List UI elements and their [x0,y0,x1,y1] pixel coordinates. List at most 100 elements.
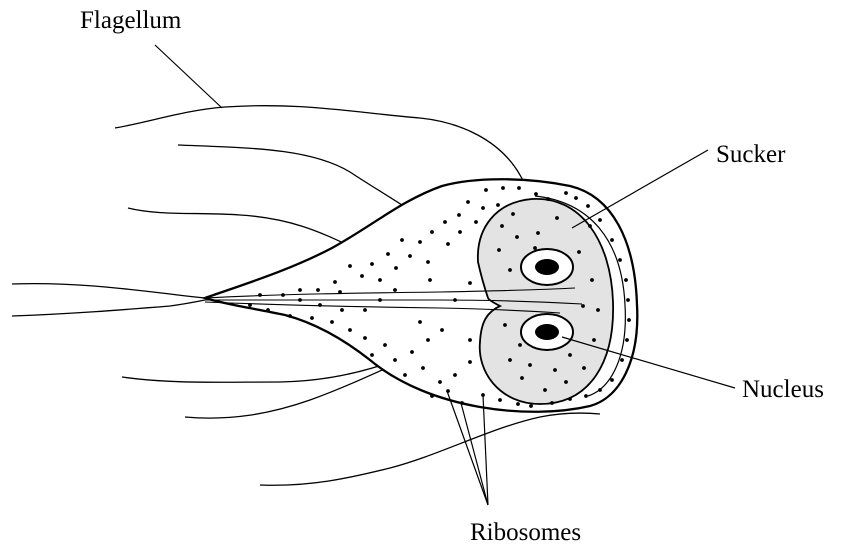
ribosome-dot [515,235,519,239]
flagellum-label: Flagellum [80,8,181,33]
ribosome-dot [316,288,320,292]
ribosome-dot [400,238,404,242]
ribosome-dot [457,213,461,217]
sucker-leader [572,150,708,228]
ribosome-dot [555,216,559,220]
ribosome-dot [340,308,344,312]
ribosome-dot [598,218,602,222]
sucker-label: Sucker [716,142,785,167]
ribosome-dot [446,242,450,246]
ribosome-dot [584,394,588,398]
ribosome-dot [468,338,472,342]
ribosome-dot [318,303,322,307]
ribosome-dot [498,398,502,402]
ribosome-dot [258,293,262,297]
ribosome-dot [393,288,397,292]
ribosome-dot [248,303,252,307]
ribosome-dot [363,336,367,340]
ribosome-dot [266,308,270,312]
ribosome-dot [550,401,554,405]
ribosome-dot [394,266,398,270]
ribosome-dot [508,268,512,272]
ribosome-dot [386,252,390,256]
ribosome-dot [533,246,537,250]
ribosome-dot [517,186,521,190]
ribosome-dot [518,343,522,347]
ribosome-dot [534,192,538,196]
ribosome-dot [496,203,500,207]
ribosome-dot [468,360,472,364]
ribosome-dot [363,308,367,312]
ribosome-dot [564,191,568,195]
ribosome-dot [516,402,520,406]
ribosome-dot [443,220,447,224]
ribosome-dot [536,231,540,235]
ribosome-dot [360,274,364,278]
ribosome-dot [497,248,501,252]
ribosome-dot [627,318,631,322]
ribosome-dot [426,338,430,342]
ribosome-dot [586,204,590,208]
ribosome-dot [393,358,397,362]
ribosome-dot [418,320,422,324]
ribosome-dot [330,320,334,324]
ribosome-dot [610,378,614,382]
ribosome-dot [438,380,442,384]
ribosome-dot [298,288,302,292]
ribosome-dot [564,380,568,384]
ribosome-dot [546,197,550,201]
ribosome-dot [618,258,622,262]
ribosome-dot [581,304,585,308]
ribosome-dot [428,278,432,282]
ribosome-dot [592,338,596,342]
ribosome-dot [410,350,414,354]
ribosome-dot [511,212,515,216]
ribosome-dot [430,394,434,398]
ribosomes-label: Ribosomes [470,520,581,545]
ribosome-dot [378,298,382,302]
nucleus-bottom [521,314,573,350]
ribosome-dot [588,224,592,228]
ribosome-dot [529,404,533,408]
ribosome-dot [403,373,407,377]
ribosome-dot [528,363,532,367]
ribosome-dot [520,376,524,380]
ribosome-dot [310,316,314,320]
ribosome-dot [624,278,628,282]
ribosome-dot [577,250,581,254]
ribosome-dot [625,338,629,342]
ribosome-dot [440,328,444,332]
ribosome-dot [574,196,578,200]
ribosome-dot [418,240,422,244]
ribosome-dot [453,298,457,302]
sucker-disc [478,199,613,404]
ribosome-dot [458,230,462,234]
flagellum-4 [12,284,205,298]
ribosome-dot [598,388,602,392]
flagellum-bottom [260,413,600,485]
ribosome-dot [543,388,547,392]
ribosome-dot [620,358,624,362]
ribosome-dot [370,353,374,357]
ribosome-dot [590,278,594,282]
ribosome-dot [333,280,337,284]
ribosome-dot [338,290,342,294]
ribosome-dot [426,260,430,264]
ribosome-dot [501,186,505,190]
ribosome-dot [582,366,586,370]
ribosome-dot [378,278,382,282]
ribosome-dot [468,281,472,285]
ribosome-dot [503,323,507,327]
ribosome-dot [474,220,478,224]
ribosome-dot [610,238,614,242]
ribosome-dot [460,401,464,405]
ribosome-dot [288,314,292,318]
ribosome-dot [553,368,557,372]
flagellum-leader [155,45,222,108]
ribosome-dot [596,308,600,312]
ribosome-dot [383,343,387,347]
ribosome-dot [500,224,504,228]
ribosome-dot [370,262,374,266]
ribosome-dot [281,293,285,297]
